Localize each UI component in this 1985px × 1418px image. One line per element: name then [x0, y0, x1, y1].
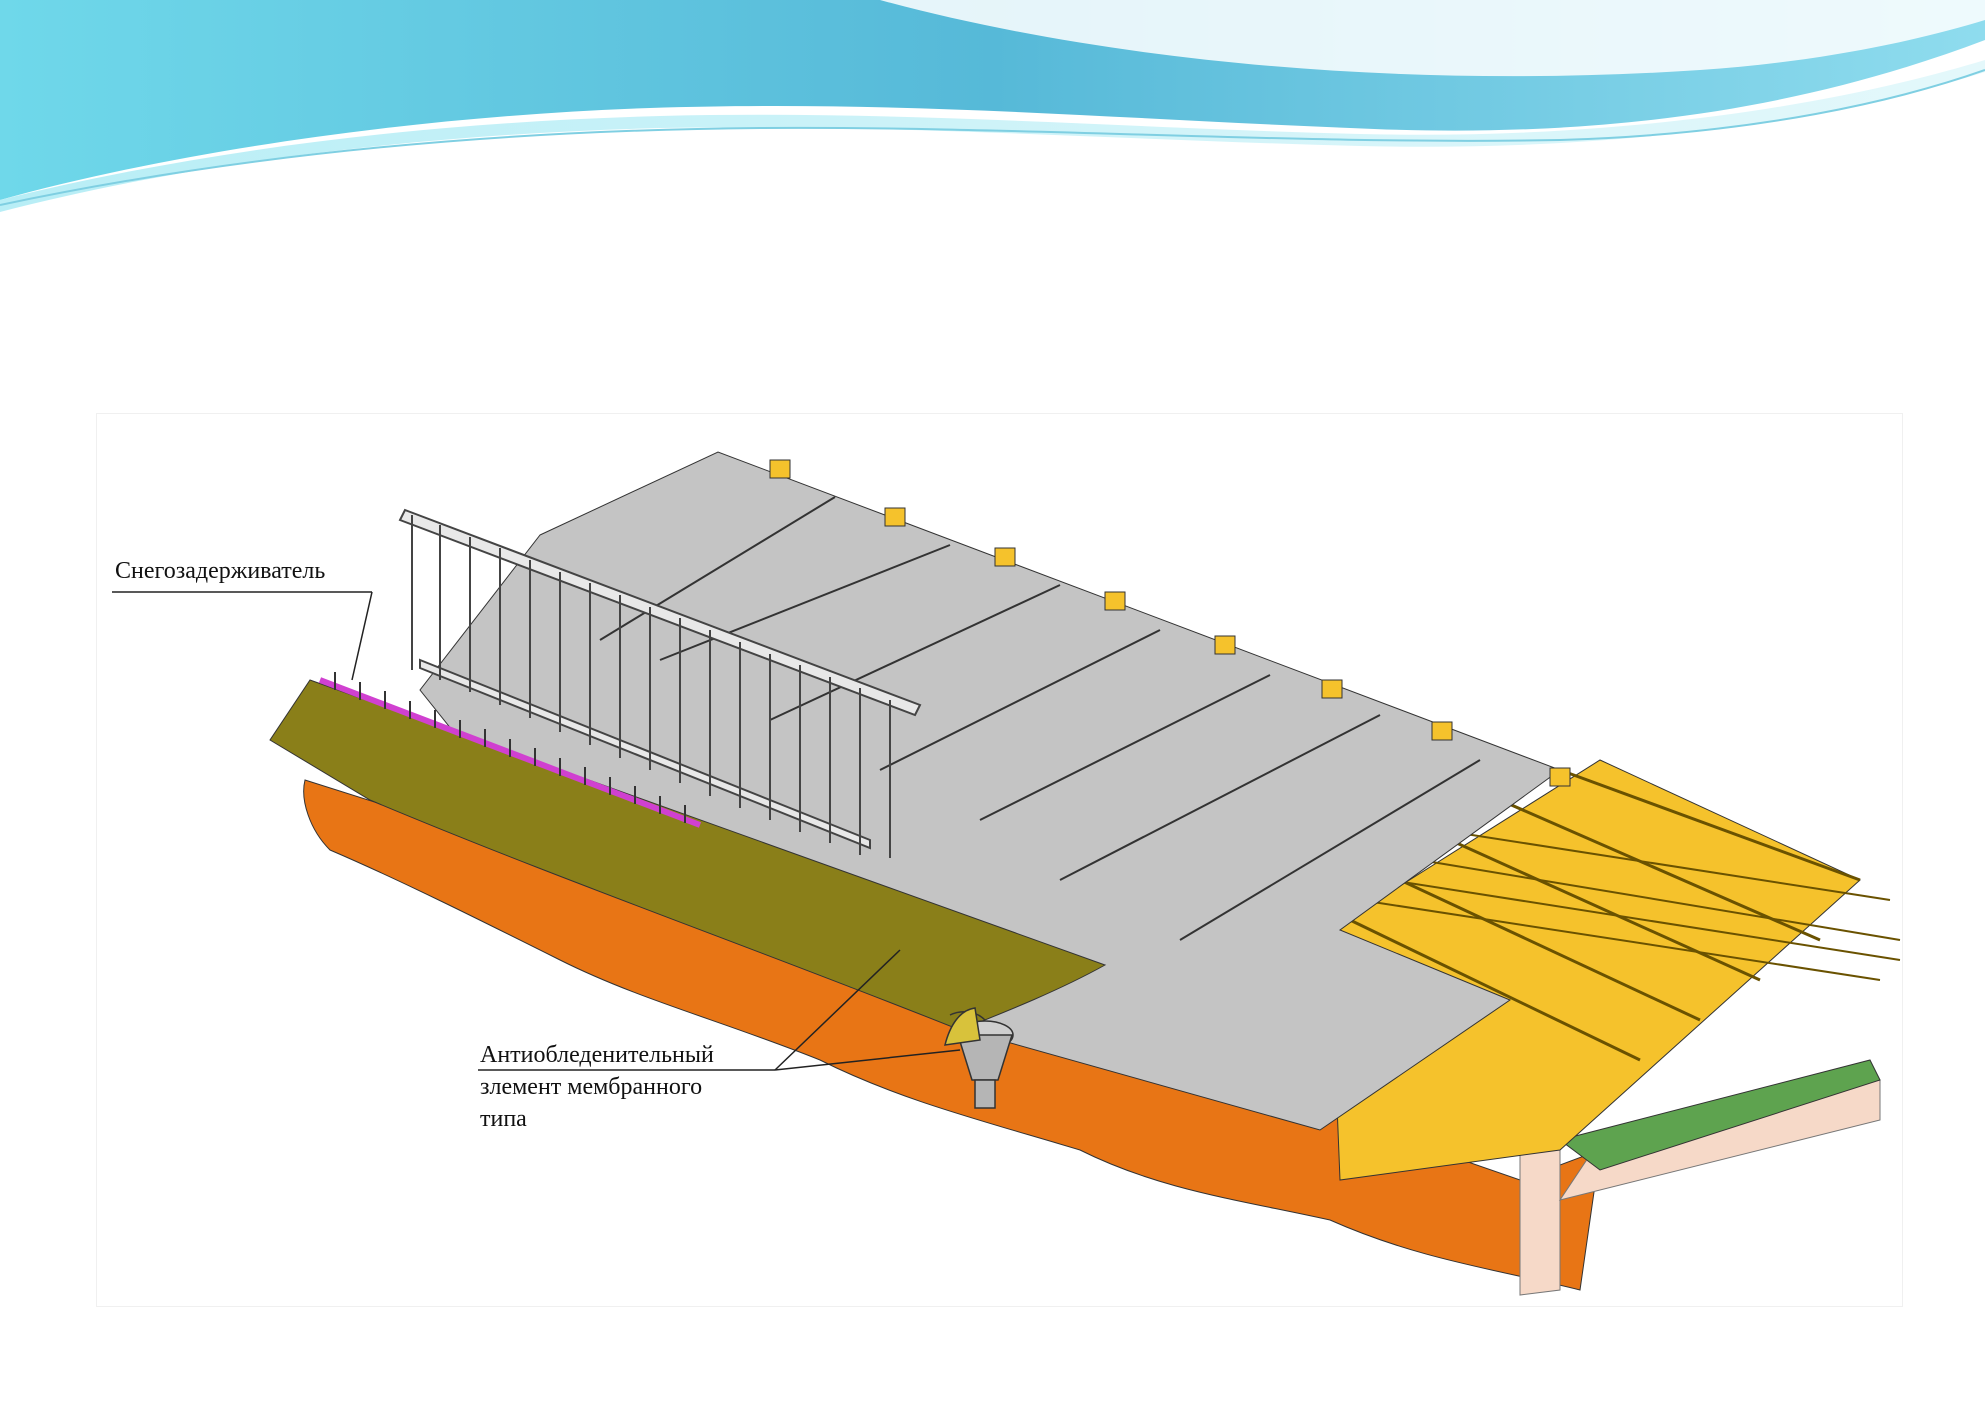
anti-icing-label-line1: Антиобледенительный: [480, 1040, 714, 1071]
anti-icing-label-line3: типа: [480, 1104, 527, 1135]
snow-guard-label: Снегозадерживатель: [115, 556, 325, 587]
anti-icing-label-line2: злемент мембранного: [480, 1072, 702, 1103]
